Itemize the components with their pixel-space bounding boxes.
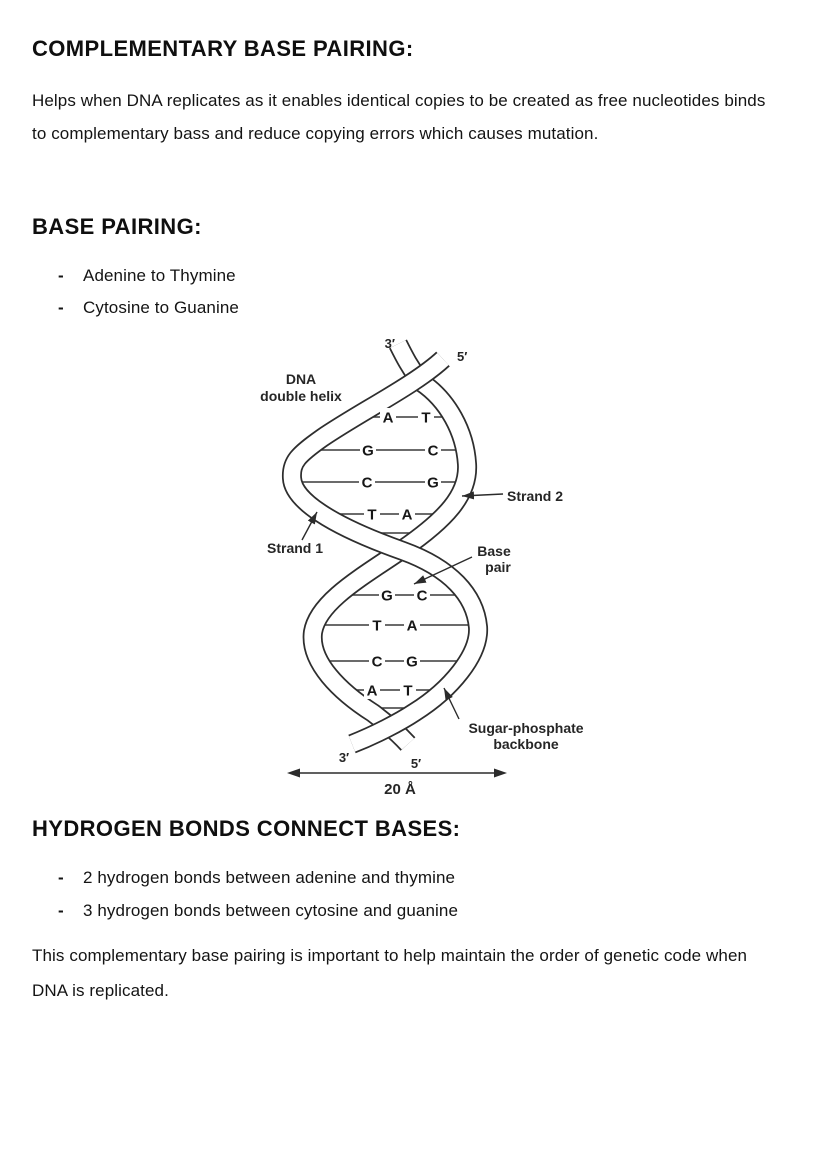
- strand2-arrow: [461, 491, 504, 500]
- heading-hydrogen-bonds: HYDROGEN BONDS CONNECT BASES:: [32, 816, 461, 841]
- label-base-pair-line2: pair: [485, 559, 511, 575]
- heading-base-pairing: BASE PAIRING:: [32, 214, 202, 239]
- bullet-text: 3 hydrogen bonds between cytosine and gu…: [83, 901, 459, 920]
- base-letter: A: [367, 683, 378, 700]
- label-dna: DNA: [286, 371, 316, 387]
- bullet-three-hydrogen-bonds: - 3 hydrogen bonds between cytosine and …: [58, 901, 458, 921]
- label-width-20-angstrom: 20 Å: [384, 781, 416, 795]
- paragraph-complementary-line1: Helps when DNA replicates as it enables …: [32, 91, 766, 110]
- bullet-text: Cytosine to Guanine: [83, 298, 239, 317]
- base-letter: A: [402, 507, 413, 524]
- base-letter: T: [403, 683, 412, 700]
- backbone-arrow: [443, 687, 460, 720]
- base-letter: C: [417, 588, 428, 605]
- base-letter: C: [428, 443, 439, 460]
- base-letter: T: [421, 410, 430, 427]
- label-strand2: Strand 2: [507, 488, 563, 504]
- dna-double-helix-diagram: A T G C C G T A G C T A C G: [260, 336, 584, 795]
- bullet-dash: -: [58, 868, 64, 887]
- base-letter: G: [427, 475, 439, 492]
- base-letter: T: [367, 507, 376, 524]
- base-letter: T: [372, 618, 381, 635]
- base-letter: G: [381, 588, 393, 605]
- label-five-prime-bottom: 5′: [411, 756, 421, 771]
- label-three-prime-top: 3′: [385, 336, 395, 351]
- label-three-prime-bottom: 3′: [339, 750, 349, 765]
- bullet-text: 2 hydrogen bonds between adenine and thy…: [83, 868, 456, 887]
- strand1-arrow: [301, 511, 318, 541]
- bullet-cytosine-guanine: - Cytosine to Guanine: [58, 298, 239, 318]
- label-backbone-line2: backbone: [493, 736, 559, 752]
- label-five-prime-top: 5′: [457, 349, 467, 364]
- base-letter: A: [407, 618, 418, 635]
- base-letter: G: [406, 654, 418, 671]
- label-strand1: Strand 1: [267, 540, 323, 556]
- width-dimension: 20 Å: [287, 768, 507, 795]
- paragraph-conclusion-line2: DNA is replicated.: [32, 981, 169, 1000]
- label-base-pair-line1: Base: [477, 543, 511, 559]
- base-letter: G: [362, 443, 374, 460]
- label-backbone-line1: Sugar-phosphate: [468, 720, 583, 736]
- paragraph-complementary-line2: to complementary bass and reduce copying…: [32, 124, 599, 143]
- label-double-helix: double helix: [260, 388, 342, 404]
- heading-complementary-base-pairing: COMPLEMENTARY BASE PAIRING:: [32, 36, 414, 61]
- base-letter: C: [362, 475, 373, 492]
- bullet-text: Adenine to Thymine: [83, 266, 236, 285]
- bullet-dash: -: [58, 266, 64, 285]
- paragraph-conclusion-line1: This complementary base pairing is impor…: [32, 946, 748, 965]
- base-letter: C: [372, 654, 383, 671]
- strand1-ribbon: [281, 351, 489, 754]
- bullet-two-hydrogen-bonds: - 2 hydrogen bonds between adenine and t…: [58, 868, 455, 888]
- bullet-dash: -: [58, 901, 64, 920]
- base-pair-arrow: [413, 556, 473, 585]
- base-letters: A T G C C G T A G C T A C G: [359, 408, 441, 700]
- base-letter: A: [383, 410, 394, 427]
- bullet-dash: -: [58, 298, 64, 317]
- bullet-adenine-thymine: - Adenine to Thymine: [58, 266, 236, 286]
